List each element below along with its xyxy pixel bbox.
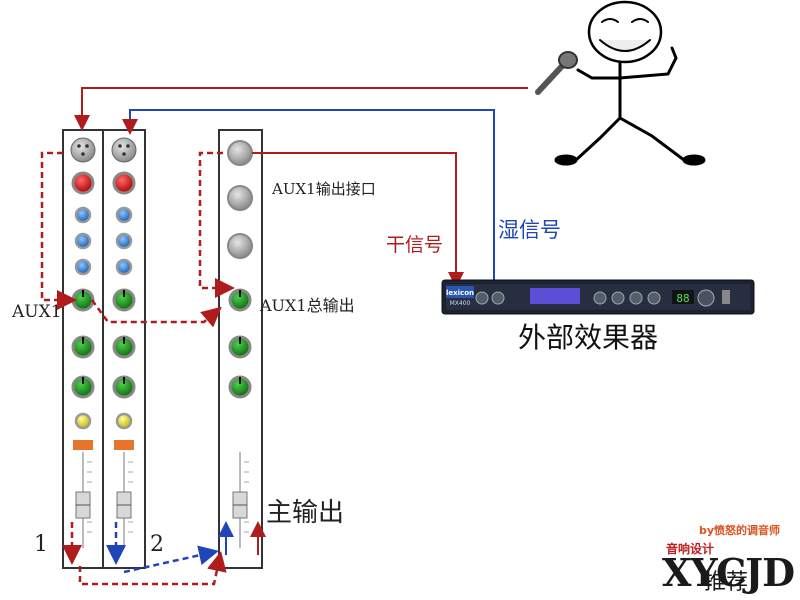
watermark-logo: XYCJD (662, 550, 795, 595)
fx-lcd-display (530, 288, 580, 304)
gain-knob-1 (71, 171, 95, 195)
external-fx-unit: 88 lexicon MX400 (441, 279, 755, 315)
mute-button-2 (114, 440, 134, 450)
internal-routing (40, 151, 235, 586)
aux1-label: AUX1 (12, 302, 62, 322)
xlr-input-jack-1 (70, 137, 96, 163)
eq-high-knob-2 (115, 206, 133, 224)
fx-program-knob (697, 289, 715, 307)
aux1-jack-label: AUX1输出接口 (272, 180, 376, 198)
channel-strip-1 (62, 129, 104, 569)
right-arm (618, 46, 678, 80)
yellow-knob-1 (74, 412, 92, 430)
fx-output-knob (491, 291, 505, 305)
watermark: by愤怒的调音师 音响设计 XYCJD 推荐 (660, 522, 800, 600)
watermark-subtitle: 音响设计 (666, 542, 715, 556)
eq-low-knob-1 (74, 258, 92, 276)
output-jack-3 (227, 233, 253, 259)
fx-led-display (672, 290, 694, 304)
fx-brand-label: lexicon (446, 289, 474, 297)
main-output-label: 主输出 (266, 498, 345, 528)
fx-model-label: MX400 (450, 300, 471, 307)
fx-knob-b (611, 291, 625, 305)
left-foot (554, 154, 578, 166)
left-leg (574, 116, 622, 162)
aux1-to-fx-cable (252, 152, 464, 288)
troll-face-head (587, 0, 663, 64)
yellow-knob-2 (115, 412, 133, 430)
eq-low-knob-2 (115, 258, 133, 276)
external-fx-label: 外部效果器 (518, 321, 659, 354)
channel-strip-2 (102, 129, 146, 569)
fx-knob-d (647, 291, 661, 305)
wet-signal-path (122, 109, 495, 555)
xlr-input-jack-2 (111, 137, 137, 163)
mute-button-1 (73, 440, 93, 450)
aux1-master-label: AUX1总输出 (260, 296, 355, 315)
fx-power-switch (722, 290, 730, 304)
aux1-output-jack (227, 140, 253, 166)
channel-2-number: 2 (150, 532, 164, 557)
singer-figure (535, 0, 706, 166)
eq-high-knob-1 (74, 206, 92, 224)
eq-mid-knob-2 (115, 232, 133, 250)
fx-display-digits: 88 (676, 292, 689, 305)
microphone-handle (535, 61, 567, 95)
dry-signal-path (74, 87, 528, 555)
right-foot (682, 154, 706, 166)
fx-knob-a (593, 291, 607, 305)
mic-to-ch1-cable (74, 87, 528, 131)
channel-1-number: 1 (34, 532, 48, 557)
left-arm (576, 68, 622, 80)
master-strip (218, 129, 263, 569)
fx-to-ch2-cable (122, 109, 495, 282)
aux2-output-jack (227, 185, 253, 211)
fx-knob-c (629, 291, 643, 305)
gain-knob-2 (112, 171, 136, 195)
fx-input-knob (475, 291, 489, 305)
watermark-byline: by愤怒的调音师 (698, 524, 780, 537)
right-leg (618, 116, 686, 162)
wet-signal-label: 湿信号 (498, 218, 561, 242)
fx-logo-badge (446, 286, 474, 298)
watermark-tail: 推荐 (704, 570, 749, 595)
microphone-icon (558, 51, 578, 69)
eq-mid-knob-1 (74, 232, 92, 250)
dry-signal-label: 干信号 (386, 234, 444, 256)
